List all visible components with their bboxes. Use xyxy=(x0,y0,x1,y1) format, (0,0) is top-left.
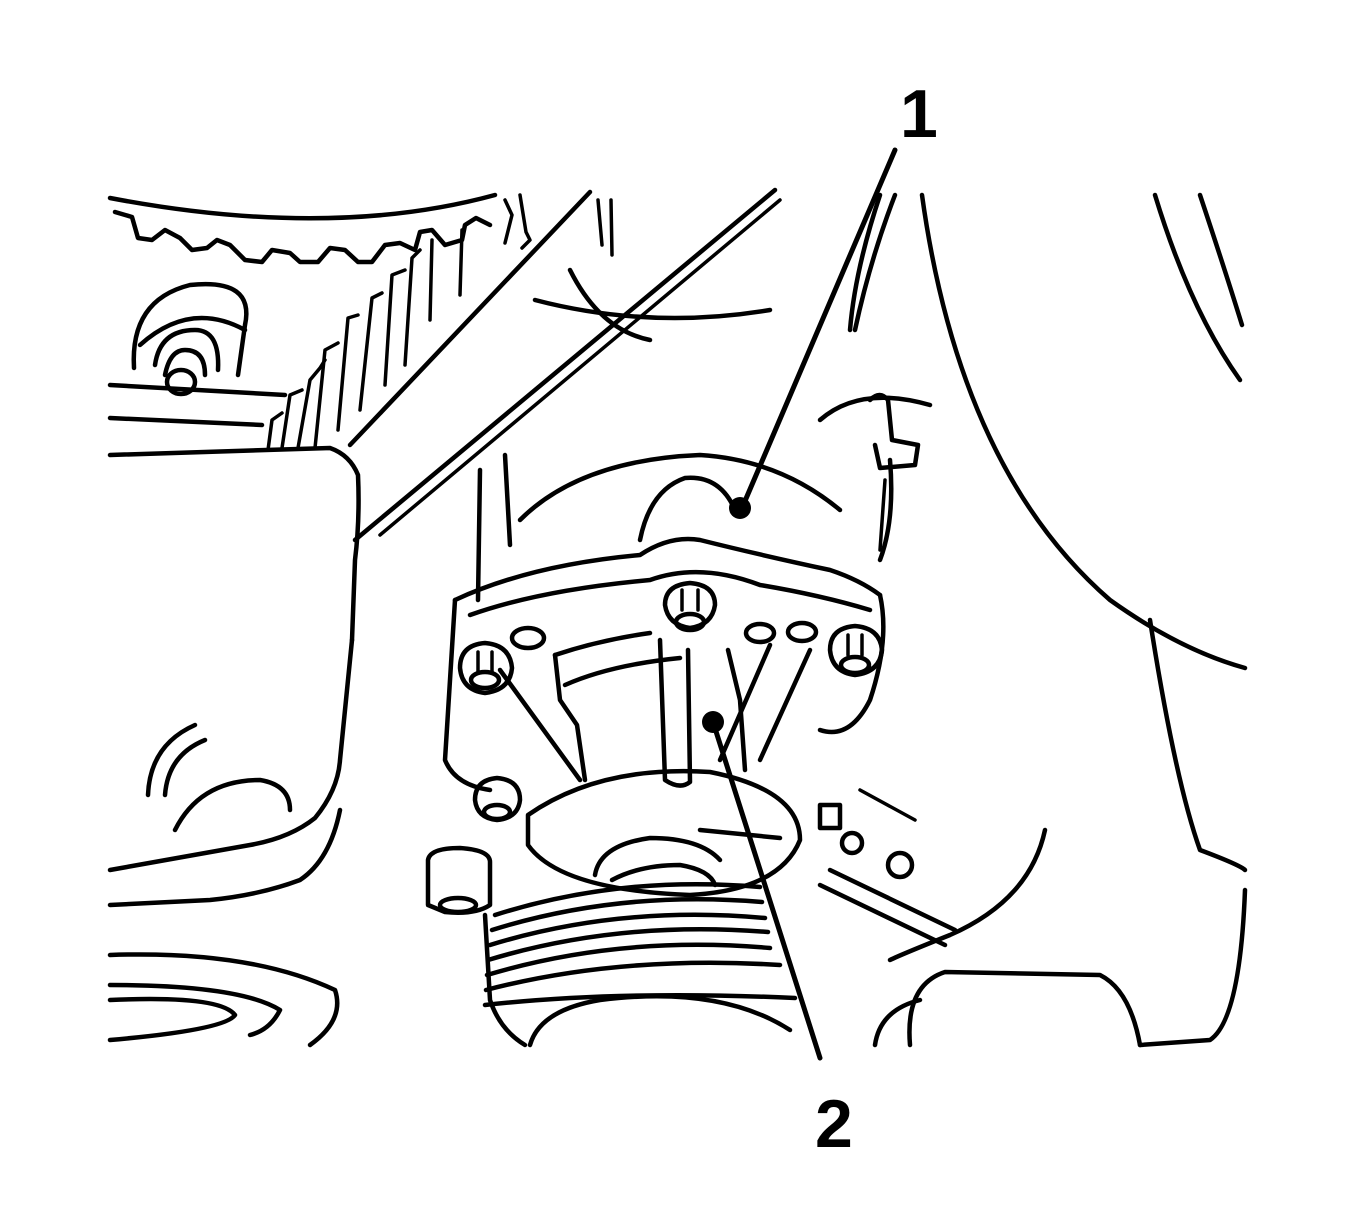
grooved-pulley xyxy=(482,881,798,1048)
leader-line-1 xyxy=(739,147,898,511)
callout-label-1: 1 xyxy=(900,76,938,152)
pump-flange xyxy=(442,475,886,793)
lower-pulley-left xyxy=(107,722,340,1048)
bolt-left xyxy=(457,640,515,696)
idler-pulley-top xyxy=(131,281,249,397)
callout-leaders xyxy=(702,147,898,1061)
timing-belt xyxy=(107,192,532,265)
leader-line-2 xyxy=(710,719,823,1061)
pump-pulley-hub xyxy=(525,768,803,898)
pump-housing-dome xyxy=(475,198,843,603)
hose-clamp xyxy=(817,392,933,563)
bolt-top xyxy=(662,580,718,633)
lower-nut xyxy=(425,845,493,915)
pump-body xyxy=(497,630,813,788)
lower-right-bracket xyxy=(817,788,1248,1048)
engine-housing-right xyxy=(847,192,1248,873)
leader-dot-2 xyxy=(702,711,724,733)
bolt-right xyxy=(827,623,885,678)
engine-bracket-left xyxy=(107,382,361,908)
leader-dot-1 xyxy=(729,497,751,519)
bolts xyxy=(457,580,885,823)
tensioner-ribs xyxy=(266,187,782,543)
callout-label-2: 2 xyxy=(815,1086,853,1162)
bolt-lower-left xyxy=(472,775,523,823)
